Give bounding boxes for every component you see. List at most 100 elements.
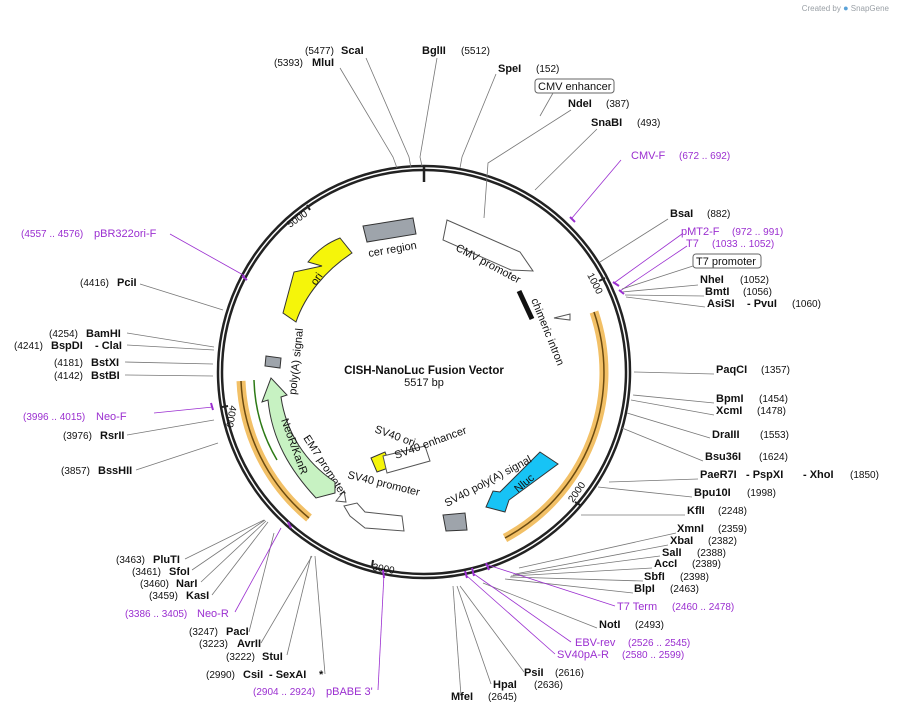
site-xhoi[interactable]: - XhoI [803,469,834,481]
site-pluti[interactable]: PluTI [153,554,180,566]
site-bpu10i[interactable]: Bpu10I [694,487,731,499]
site-xbai[interactable]: XbaI [670,535,693,547]
site-kfli-pos: (2248) [718,506,747,517]
feature-sv40-enhancer[interactable] [382,445,431,474]
feature-polya-signal[interactable] [264,355,282,369]
site-snabi[interactable]: SnaBI [591,117,622,129]
site-pluti-pos: (3463) [116,555,145,566]
site-bsshii[interactable]: BssHII [98,465,132,477]
site-psii[interactable]: PsiI [524,667,544,679]
site-xmni-pos: (2359) [718,524,747,535]
site-clai[interactable]: - ClaI [95,340,122,352]
site-avrii-pos: (3223) [199,639,228,650]
site-bsu36i[interactable]: Bsu36I [705,451,741,463]
site-sfoi[interactable]: SfoI [169,566,190,578]
primer-leader-lines [153,159,688,691]
feature-box-cmv-enhancer[interactable] [534,78,615,94]
primer-pmt2-f[interactable]: pMT2-F [681,226,720,238]
site-paci[interactable]: PacI [226,626,249,638]
tick-label-4000: 4000 [223,404,238,428]
site-pvui[interactable]: - PvuI [747,298,777,310]
tick-4000 [221,405,229,408]
primer-t7-term[interactable]: T7 Term [617,601,657,613]
site-xcmi[interactable]: XcmI [716,405,742,417]
site-xmni[interactable]: XmnI [677,523,704,535]
site-bstxi[interactable]: BstXI [91,357,119,369]
primer-ebv-rev[interactable]: EBV-rev [575,637,616,649]
feature-label-t7-promoter: T7 promoter [696,256,756,268]
site-mfei[interactable]: MfeI [451,691,473,703]
feature-cmv-promoter[interactable] [442,219,534,272]
site-sbfi[interactable]: SbfI [644,571,665,583]
site-leader-lines [124,57,715,697]
site-pcii[interactable]: PciI [117,277,137,289]
site-nhei[interactable]: NheI [700,274,724,286]
site-csii-pos: (2990) [206,670,235,681]
feature-label-sv40-promoter: SV40 promoter [346,469,421,499]
site-blpi-pos: (2463) [670,584,699,595]
site-avrii[interactable]: AvrII [237,638,261,650]
site-noti[interactable]: NotI [599,619,620,631]
site-kasi[interactable]: KasI [186,590,209,602]
site-bmti[interactable]: BmtI [705,286,729,298]
site-bpmi[interactable]: BpmI [716,393,744,405]
primer-t7[interactable]: T7 [686,238,699,250]
feature-cer-region[interactable] [362,217,417,243]
site-paqci[interactable]: PaqCI [716,364,747,376]
primer-pbr322ori-f-range: (4557 .. 4576) [21,229,83,240]
primer-pbabe-3[interactable]: pBABE 3' [326,686,373,698]
site-hpai-pos: (2636) [534,680,563,691]
site-stui[interactable]: StuI [262,651,283,663]
site-bglii[interactable]: BglII [422,45,446,57]
primer-sv40pa-r[interactable]: SV40pA-R [557,649,609,661]
site-scai[interactable]: ScaI [341,45,364,57]
site-csii[interactable]: CsiI [243,669,263,681]
site-rsrii[interactable]: RsrII [100,430,124,442]
site-acci[interactable]: AccI [654,558,677,570]
site-hpai[interactable]: HpaI [493,679,517,691]
site-sali[interactable]: SalI [662,547,682,559]
site-kasi-pos: (3459) [149,591,178,602]
feature-label-chimeric-intron: chimeric intron [528,297,566,368]
primer-neo-f-range: (3996 .. 4015) [23,412,85,423]
site-xbai-pos: (2382) [708,536,737,547]
primer-cmv-f[interactable]: CMV-F [631,150,666,162]
primer-neo-r[interactable]: Neo-R [197,608,229,620]
site-asisi[interactable]: AsiSI [707,298,735,310]
feature-neor-kanr[interactable] [261,377,336,499]
tick-label-5000: 5000 [285,208,310,230]
site-noti-pos: (2493) [635,620,664,631]
site-spei[interactable]: SpeI [498,63,521,75]
site-paer7i[interactable]: PaeR7I [700,469,737,481]
feature-chimeric-intron[interactable] [516,289,535,321]
site-bsai[interactable]: BsaI [670,208,693,220]
feature-em7-promoter[interactable] [335,489,347,503]
site-bpmi-pos: (1454) [759,394,788,405]
site-mlui[interactable]: MluI [312,57,334,69]
site-draiii[interactable]: DraIII [712,429,740,441]
site-bstbi[interactable]: BstBI [91,370,120,382]
feature-ori[interactable] [282,237,353,323]
feature-label-cer-region: cer region [367,240,417,260]
site-pcii-pos: (4416) [80,278,109,289]
site-bspdi[interactable]: BspDI [51,340,83,352]
site-pspxi[interactable]: - PspXI [746,469,783,481]
snapgene-logo-icon: ● [843,3,849,13]
site-nari[interactable]: NarI [176,578,197,590]
feature-sv40-promoter[interactable] [343,502,405,532]
orf-line-neo [240,380,310,519]
feature-nluc[interactable] [485,451,559,513]
site-blpi[interactable]: BlpI [634,583,655,595]
feature-box-t7-promoter[interactable] [692,253,762,269]
site-nari-pos: (3460) [140,579,169,590]
primer-pbr322ori-f[interactable]: pBR322ori-F [94,228,157,240]
site-kfli[interactable]: KflI [687,505,705,517]
primer-neo-f[interactable]: Neo-F [96,411,127,423]
site-bamhi[interactable]: BamHI [86,328,121,340]
site-draiii-pos: (1553) [760,430,789,441]
site-sexai[interactable]: - SexAI [269,669,306,681]
site-snabi-pos: (493) [637,118,660,129]
feature-sv40-polya[interactable] [442,512,468,532]
orf-line-neo-inner [253,379,278,461]
site-ndei[interactable]: NdeI [568,98,592,110]
